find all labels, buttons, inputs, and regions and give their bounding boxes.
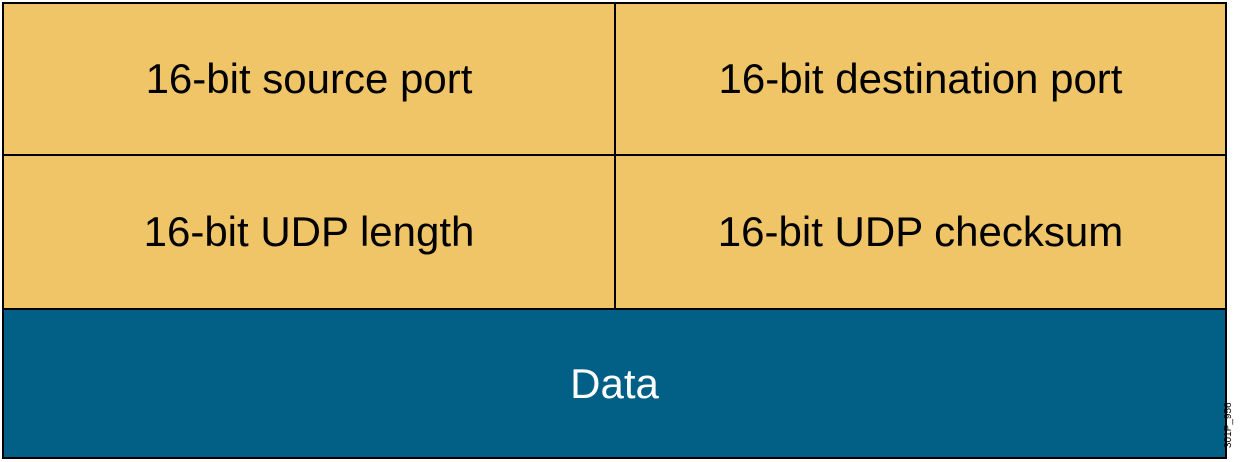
destination-port-label: 16-bit destination port bbox=[718, 55, 1123, 102]
data-payload-label: Data bbox=[570, 359, 659, 407]
source-port-label: 16-bit source port bbox=[145, 55, 473, 102]
destination-port-field: 16-bit destination port bbox=[614, 2, 1227, 156]
udp-checksum-field: 16-bit UDP checksum bbox=[614, 154, 1227, 310]
udp-length-label: 16-bit UDP length bbox=[143, 208, 475, 255]
udp-checksum-label: 16-bit UDP checksum bbox=[717, 208, 1124, 255]
udp-header-diagram: 16-bit source port 16-bit destination po… bbox=[2, 2, 1227, 459]
data-payload-field: Data bbox=[2, 308, 1227, 459]
figure-id-label: 301P_956 bbox=[1223, 402, 1234, 448]
source-port-field: 16-bit source port bbox=[2, 2, 616, 156]
udp-length-field: 16-bit UDP length bbox=[2, 154, 616, 310]
